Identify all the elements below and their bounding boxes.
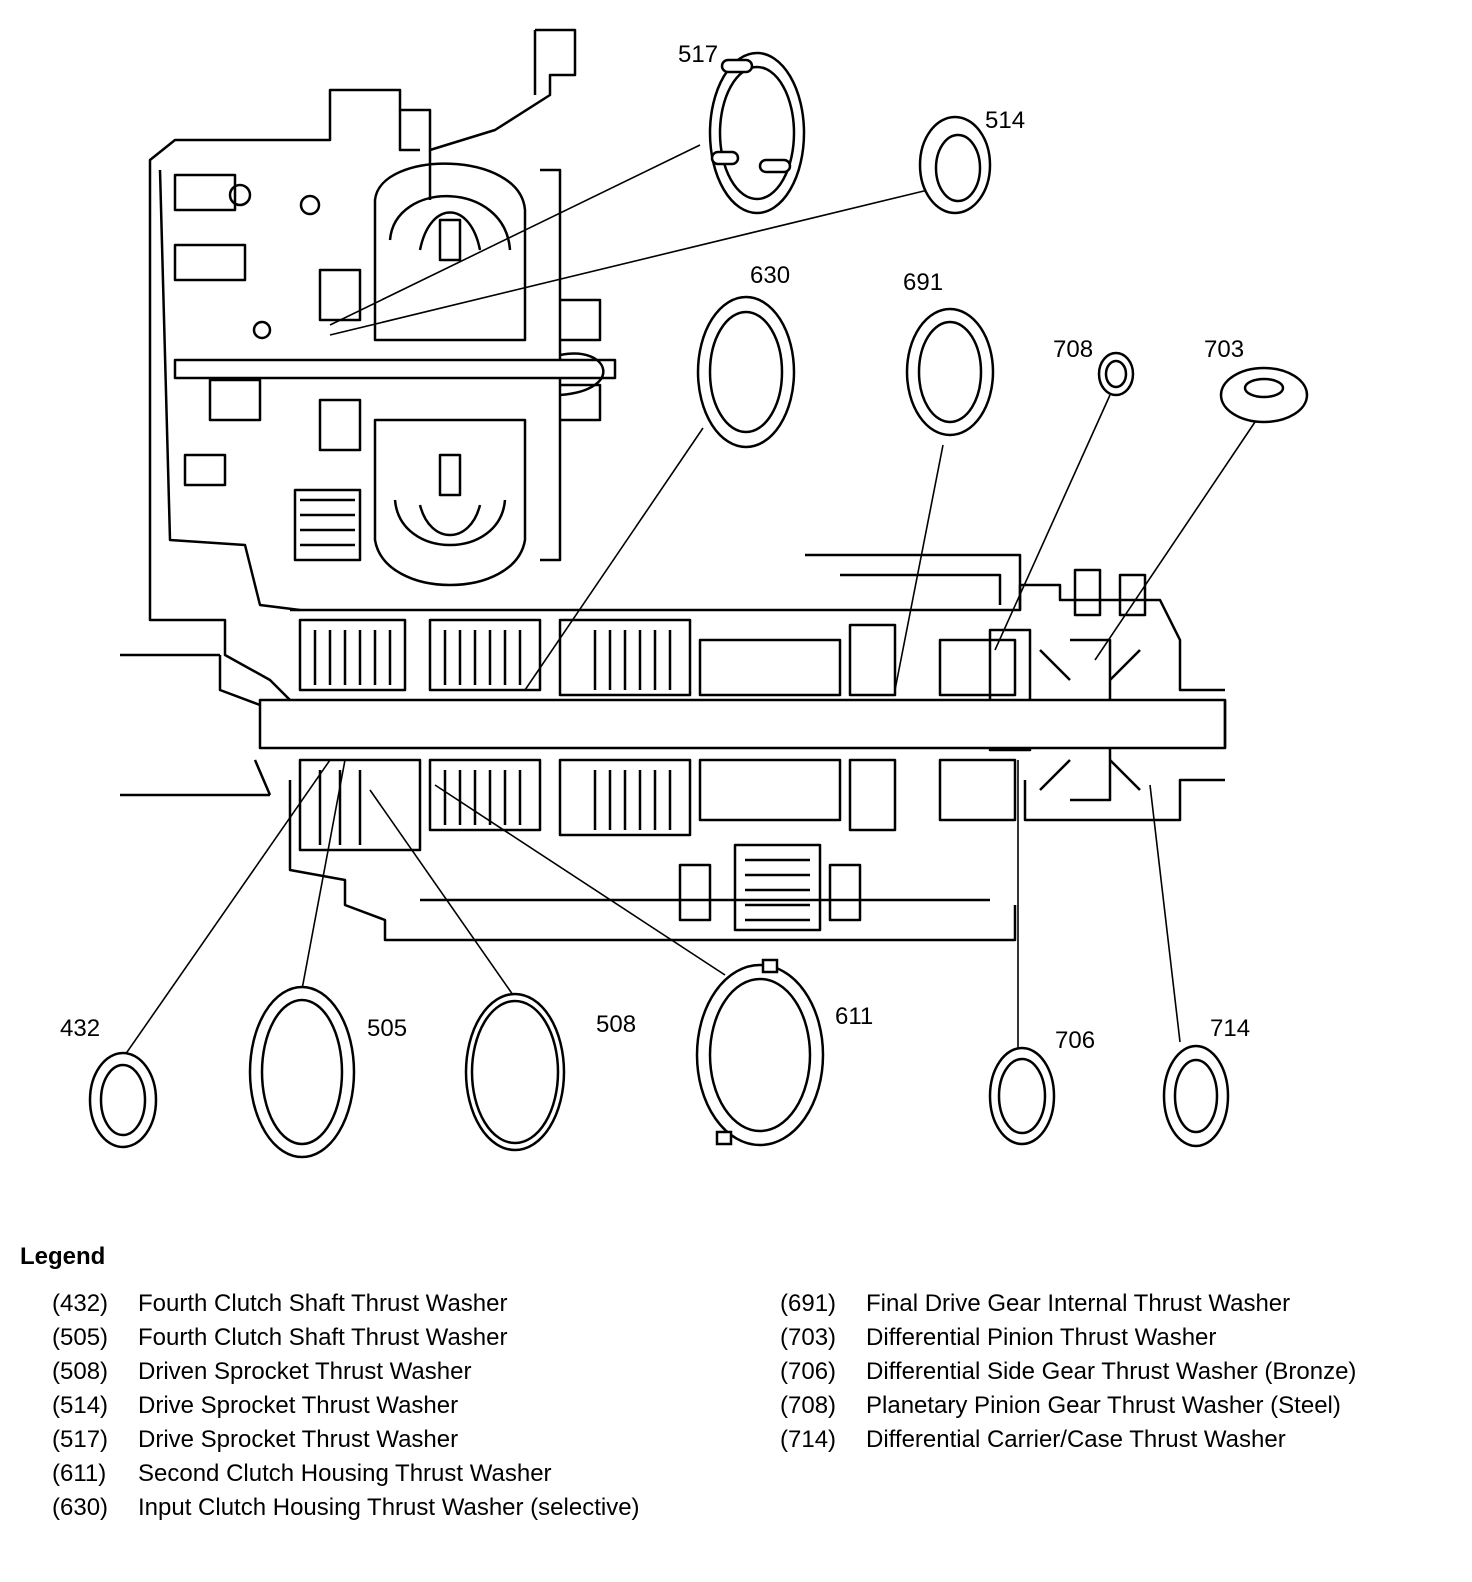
upper-shaft [173, 352, 617, 397]
legend-item: (611) Second Clutch Housing Thrust Washe… [52, 1460, 692, 1488]
callout-706: 706 [1055, 1027, 1095, 1054]
callout-708: 708 [1053, 336, 1093, 363]
callout-labels: 517 514 630 691 708 703 432 505 508 611 … [60, 41, 1250, 1054]
legend-item-text: Fourth Clutch Shaft Thrust Washer [138, 1290, 508, 1317]
legend-item-text: Differential Side Gear Thrust Washer (Br… [866, 1358, 1357, 1385]
legend-item-number: (706) [780, 1358, 837, 1385]
legend-item: (508) Driven Sprocket Thrust Washer [52, 1358, 692, 1386]
callout-611: 611 [835, 1003, 873, 1030]
washer-505 [248, 985, 356, 1159]
legend-item: (630) Input Clutch Housing Thrust Washer… [52, 1494, 692, 1522]
callout-505: 505 [367, 1015, 407, 1042]
washer-708 [1097, 351, 1135, 397]
main-housing-outline [120, 553, 1225, 942]
upper-housing-outline [148, 28, 577, 701]
callout-703: 703 [1204, 336, 1244, 363]
legend-item: (714) Differential Carrier/Case Thrust W… [780, 1426, 1460, 1454]
callout-517: 517 [678, 41, 718, 68]
washer-691 [905, 307, 995, 437]
callout-508: 508 [596, 1011, 636, 1038]
transmission-cutaway-diagram: 517 514 630 691 708 703 432 505 508 611 … [60, 28, 1309, 1159]
legend-item-number: (714) [780, 1426, 837, 1453]
legend-item-text: Fourth Clutch Shaft Thrust Washer [138, 1324, 508, 1351]
washer-611 [695, 958, 825, 1147]
callout-514: 514 [985, 107, 1025, 134]
callout-630: 630 [750, 262, 790, 289]
legend-item-number: (708) [780, 1392, 837, 1419]
legend-item: (432) Fourth Clutch Shaft Thrust Washer [52, 1290, 692, 1318]
legend-item-number: (505) [52, 1324, 109, 1351]
callout-691: 691 [903, 269, 943, 296]
legend-title: Legend [20, 1243, 106, 1270]
legend-item: (691) Final Drive Gear Internal Thrust W… [780, 1290, 1460, 1318]
legend-item: (514) Drive Sprocket Thrust Washer [52, 1392, 692, 1420]
leader-lines [124, 144, 1256, 1056]
washer-706 [988, 1046, 1056, 1146]
legend-item: (517) Drive Sprocket Thrust Washer [52, 1426, 692, 1454]
washer-508 [464, 992, 566, 1152]
upper-gear-assembly [293, 162, 602, 587]
washer-514 [918, 115, 992, 215]
legend-item-text: Differential Carrier/Case Thrust Washer [866, 1426, 1286, 1453]
legend-item-text: Input Clutch Housing Thrust Washer (sele… [138, 1494, 640, 1521]
legend-item: (706) Differential Side Gear Thrust Wash… [780, 1358, 1460, 1386]
legend-left-column: (432) Fourth Clutch Shaft Thrust Washer … [52, 1290, 692, 1528]
callout-714: 714 [1210, 1015, 1250, 1042]
legend-item-number: (432) [52, 1290, 109, 1317]
legend-item-number: (703) [780, 1324, 837, 1351]
legend-right-column: (691) Final Drive Gear Internal Thrust W… [780, 1290, 1460, 1460]
legend-item-text: Final Drive Gear Internal Thrust Washer [866, 1290, 1291, 1317]
callout-432: 432 [60, 1015, 100, 1042]
legend-item-number: (630) [52, 1494, 109, 1521]
legend-item-number: (508) [52, 1358, 109, 1385]
legend-item-text: Driven Sprocket Thrust Washer [138, 1358, 472, 1385]
washer-517 [708, 51, 806, 215]
legend-item-text: Planetary Pinion Gear Thrust Washer (Ste… [866, 1392, 1341, 1419]
washers [88, 51, 1309, 1159]
legend-item-number: (611) [52, 1460, 107, 1487]
legend-item-number: (517) [52, 1426, 109, 1453]
legend-item-text: Drive Sprocket Thrust Washer [138, 1426, 459, 1453]
legend-item-text: Drive Sprocket Thrust Washer [138, 1392, 459, 1419]
legend-item: (703) Differential Pinion Thrust Washer [780, 1324, 1460, 1352]
legend-item-number: (691) [780, 1290, 837, 1317]
main-shaft [258, 698, 1227, 750]
legend-item-text: Second Clutch Housing Thrust Washer [138, 1460, 552, 1487]
washer-432 [88, 1051, 158, 1149]
legend-item-text: Differential Pinion Thrust Washer [866, 1324, 1217, 1351]
legend-item: (708) Planetary Pinion Gear Thrust Washe… [780, 1392, 1460, 1420]
washer-714 [1162, 1044, 1230, 1148]
legend-item-number: (514) [52, 1392, 109, 1419]
washer-630 [696, 295, 796, 449]
washer-703 [1219, 366, 1309, 424]
legend-item: (505) Fourth Clutch Shaft Thrust Washer [52, 1324, 692, 1352]
clutch-packs [298, 568, 1147, 932]
